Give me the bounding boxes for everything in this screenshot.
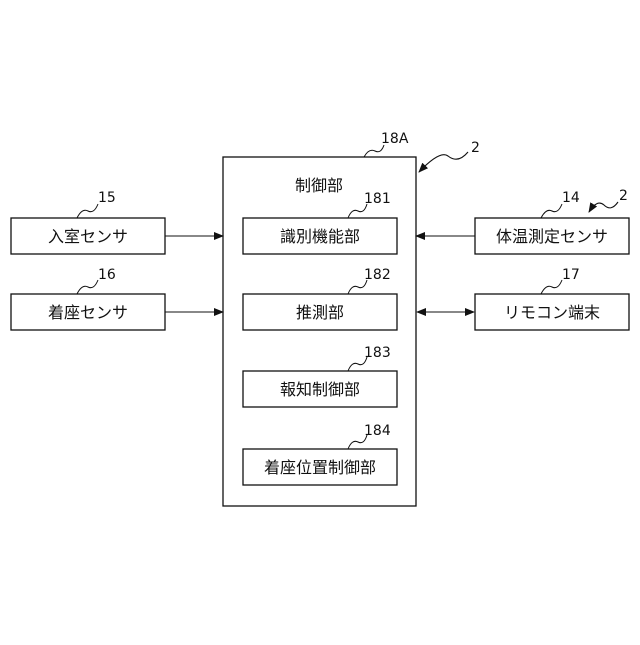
- module-ref: 182: [364, 267, 391, 283]
- remote-ref-leader: [541, 280, 562, 294]
- system-ref-group: 2: [419, 140, 480, 172]
- sensor-ref-leader: [77, 204, 98, 218]
- controller-ref: 18A: [381, 131, 409, 147]
- remote-label: リモコン端末: [504, 303, 600, 322]
- sensor-label: 体温測定センサ: [496, 227, 608, 246]
- sensor-ref: 14: [562, 190, 580, 206]
- module-label: 着座位置制御部: [264, 458, 376, 477]
- module-label: 識別機能部: [280, 227, 360, 246]
- sensor-block: 体温測定センサ 14 2: [416, 188, 629, 254]
- remote-ref: 17: [562, 267, 580, 283]
- system-ref-arrow: [419, 152, 468, 172]
- module-ref: 184: [364, 423, 391, 439]
- sensor-ref: 15: [98, 190, 116, 206]
- system-ref: 2: [471, 140, 480, 156]
- sensor-block: 入室センサ 15: [11, 190, 223, 254]
- sensor-label: 着座センサ: [48, 303, 128, 322]
- system-ref-arrow: [589, 202, 618, 212]
- sensor-block: 着座センサ 16: [11, 267, 223, 330]
- sensor-ref: 16: [98, 267, 116, 283]
- controller-title: 制御部: [295, 176, 343, 195]
- remote-block: リモコン端末 17: [417, 267, 629, 330]
- system-ref: 2: [619, 188, 628, 204]
- sensor-ref-leader: [541, 204, 562, 218]
- module-label: 推測部: [296, 303, 344, 322]
- sensor-label: 入室センサ: [48, 227, 128, 246]
- sensor-ref-leader: [77, 280, 98, 294]
- module-ref: 181: [364, 191, 391, 207]
- module-ref: 183: [364, 345, 391, 361]
- module-label: 報知制御部: [280, 380, 360, 399]
